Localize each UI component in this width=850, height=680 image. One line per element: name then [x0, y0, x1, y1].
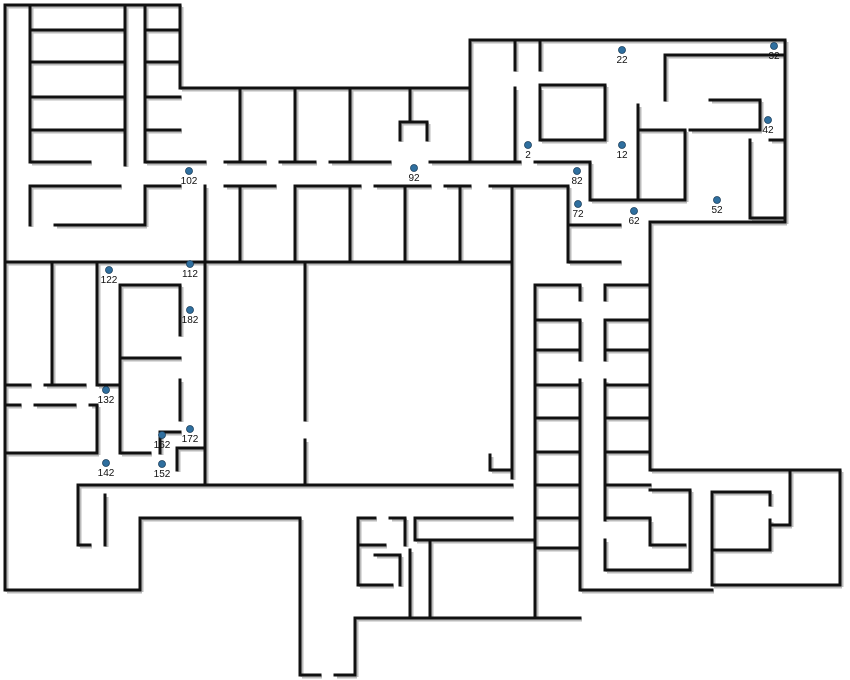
- marker-label: 152: [154, 469, 171, 480]
- location-marker[interactable]: 162: [154, 431, 171, 452]
- location-marker[interactable]: 72: [572, 200, 584, 221]
- location-marker[interactable]: 102: [181, 167, 198, 188]
- marker-label: 62: [628, 216, 640, 227]
- location-marker[interactable]: 22: [616, 46, 628, 67]
- location-markers: 2 12 22 32 42 52 62 72 82 92 102 112 122 132 142 152 162…: [98, 42, 780, 481]
- marker-dot[interactable]: [186, 260, 194, 268]
- location-marker[interactable]: 32: [768, 42, 780, 63]
- marker-label: 12: [616, 150, 628, 161]
- location-marker[interactable]: 82: [571, 167, 583, 188]
- marker-label: 82: [571, 176, 583, 187]
- marker-label: 182: [182, 315, 199, 326]
- marker-label: 142: [98, 468, 115, 479]
- marker-dot[interactable]: [105, 266, 113, 274]
- location-marker[interactable]: 142: [98, 459, 115, 480]
- marker-dot[interactable]: [770, 42, 778, 50]
- location-marker[interactable]: 152: [154, 460, 171, 481]
- marker-label: 72: [572, 209, 584, 220]
- location-marker[interactable]: 62: [628, 207, 640, 228]
- marker-dot[interactable]: [410, 164, 418, 172]
- marker-dot[interactable]: [102, 386, 110, 394]
- marker-label: 112: [182, 269, 198, 280]
- location-marker[interactable]: 182: [182, 306, 199, 327]
- marker-dot[interactable]: [630, 207, 638, 215]
- marker-label: 32: [768, 51, 780, 62]
- marker-label: 52: [711, 205, 723, 216]
- marker-label: 122: [101, 275, 118, 286]
- location-marker[interactable]: 12: [616, 141, 628, 162]
- marker-label: 162: [154, 440, 171, 451]
- marker-dot[interactable]: [618, 141, 626, 149]
- marker-label: 172: [182, 434, 199, 445]
- marker-dot[interactable]: [185, 167, 193, 175]
- location-marker[interactable]: 112: [182, 260, 198, 281]
- marker-label: 2: [525, 150, 531, 161]
- marker-label: 42: [762, 125, 774, 136]
- marker-dot[interactable]: [102, 459, 110, 467]
- marker-label: 92: [408, 173, 420, 184]
- marker-dot[interactable]: [158, 460, 166, 468]
- marker-label: 102: [181, 176, 198, 187]
- marker-dot[interactable]: [574, 200, 582, 208]
- marker-dot[interactable]: [158, 431, 166, 439]
- marker-dot[interactable]: [186, 425, 194, 433]
- location-marker[interactable]: 42: [762, 116, 774, 137]
- location-marker[interactable]: 52: [711, 196, 723, 217]
- marker-dot[interactable]: [186, 306, 194, 314]
- marker-dot[interactable]: [764, 116, 772, 124]
- marker-label: 132: [98, 395, 115, 406]
- marker-dot[interactable]: [573, 167, 581, 175]
- walls: [3, 3, 844, 679]
- marker-dot[interactable]: [618, 46, 626, 54]
- location-marker[interactable]: 2: [524, 141, 532, 162]
- location-marker[interactable]: 132: [98, 386, 115, 407]
- location-marker[interactable]: 92: [408, 164, 420, 185]
- marker-label: 22: [616, 55, 628, 66]
- marker-dot[interactable]: [524, 141, 532, 149]
- location-marker[interactable]: 172: [182, 425, 199, 446]
- marker-dot[interactable]: [713, 196, 721, 204]
- location-marker[interactable]: 122: [101, 266, 118, 287]
